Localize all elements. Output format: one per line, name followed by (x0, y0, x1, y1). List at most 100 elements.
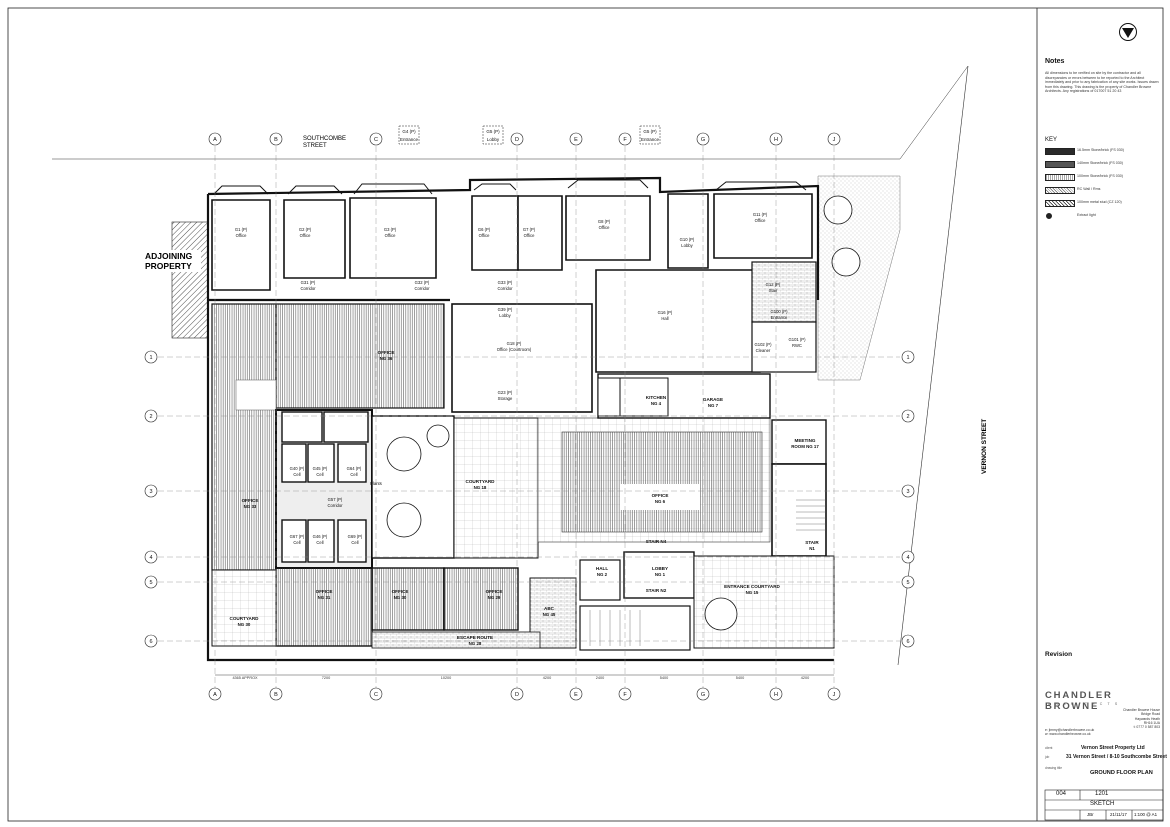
room-name: Cell (350, 472, 357, 477)
grid-bubble-B (269, 687, 283, 701)
room-name: NG 33 (244, 504, 257, 509)
room-code: OFFICE (378, 350, 395, 355)
grid-label: B (274, 692, 278, 698)
room-name: NG 28 (469, 641, 482, 646)
key-swatch (1045, 200, 1075, 207)
entrance-code: G5 (P) (643, 129, 657, 134)
room-name: Corridor (300, 286, 316, 291)
room-code: G45 (P) (313, 466, 328, 471)
notes-title: Notes (1045, 58, 1065, 65)
key-row: RC Wall / Rms (1045, 186, 1165, 195)
room-name: Office (385, 233, 397, 238)
room-name: Office (236, 233, 248, 238)
grid-bubble-4 (901, 550, 915, 564)
key-swatch (1045, 148, 1075, 155)
grid-label: 4 (149, 555, 152, 561)
grid-label: 1 (906, 355, 909, 361)
room-name: NG 4 (651, 401, 662, 406)
room-name: Storage (498, 396, 513, 401)
room-name: Cell (293, 472, 300, 477)
dimension-text: 4200 (801, 676, 809, 680)
key-swatch (1045, 174, 1075, 181)
key-label: 140mm Stone/brick (FS 030) (1077, 161, 1123, 165)
grid-bubble-6 (144, 634, 158, 648)
grid-bubble-G (696, 687, 710, 701)
grid-bubble-D (510, 132, 524, 146)
practice-logo: CHANDLER BROWNE (1045, 690, 1113, 712)
room-code: G23 (P) (498, 390, 513, 395)
dimension-text: 10200 (441, 676, 452, 680)
room-name: NG 29 (488, 595, 501, 600)
dimension-text: 4200 (543, 676, 551, 680)
dimension-text: 5400 (660, 676, 668, 680)
key-row: 16.5mm Stone/brick (FS 030) (1045, 147, 1165, 156)
room-code: HALL (596, 566, 608, 571)
entrance-tag-box (639, 125, 661, 145)
drawing-title: GROUND FLOOR PLAN (1090, 770, 1153, 776)
entrance-code: G4 (P) (402, 129, 416, 134)
grid-bubble-2 (144, 409, 158, 423)
room-code: MEETING (795, 438, 816, 443)
grid-label: E (574, 137, 578, 143)
entrance-name: Lobby (487, 137, 500, 142)
room-name: NG 15 (746, 590, 759, 595)
grid-bubble-1 (144, 350, 158, 364)
grid-label: H (774, 137, 778, 143)
room-code: G64 (P) (347, 466, 362, 471)
room-name: Office (Courtroom) (497, 347, 532, 352)
grid-label: 5 (906, 580, 909, 586)
grid-bubble-J (827, 132, 841, 146)
notes-body: All dimensions to be verified on site by… (1045, 71, 1159, 94)
room-name: ROOM NG 17 (791, 444, 819, 449)
room-code: G7 (P) (523, 227, 536, 232)
key-label: RC Wall / Rms (1077, 187, 1101, 191)
room-code: STAIR N2 (646, 588, 667, 593)
room-code: ABC (544, 606, 555, 611)
drawing-status: SKETCH (1090, 801, 1115, 807)
grid-label: A (213, 137, 217, 143)
grid-bubble-A (208, 132, 222, 146)
dimension-text: 7200 (322, 676, 330, 680)
room-name: RWC (792, 343, 802, 348)
room-code: G102 (P) (755, 342, 773, 347)
client-caption: client (1045, 746, 1053, 750)
room-code: G16 (P) (658, 310, 673, 315)
grid-bubble-D (510, 687, 524, 701)
grid-label: J (833, 137, 836, 143)
key-swatch (1045, 161, 1075, 168)
grid-label: B (274, 137, 278, 143)
practice-address: Chandler Browne House Bridge Road Haywar… (1123, 708, 1160, 730)
entrance-name: Entrance (400, 137, 419, 142)
room-name: NG 31 (318, 595, 331, 600)
practice-logo-sub: ARCHITECTS (1048, 702, 1123, 706)
room-code: G33 (P) (498, 280, 513, 285)
entrance-name: Entrance (641, 137, 660, 142)
grid-bubble-4 (144, 550, 158, 564)
grid-label: C (374, 692, 378, 698)
dimension-text: 5400 (736, 676, 744, 680)
grid-bubble-2 (901, 409, 915, 423)
grid-label: 3 (906, 489, 909, 495)
room-code: G40 (P) (290, 466, 305, 471)
key-label: 100mm metal stud (CZ 120) (1077, 200, 1122, 204)
grid-bubble-A (208, 687, 222, 701)
room-name: Cell (316, 472, 323, 477)
grid-label: 2 (149, 414, 152, 420)
key-swatch (1046, 213, 1052, 219)
grid-label: 6 (906, 639, 909, 645)
job-name: 31 Vernon Street / 8-10 Southcombe Stree… (1066, 754, 1167, 760)
drawing-date: 21/11/17 (1110, 812, 1127, 817)
room-code: G100 (P) (771, 309, 789, 314)
grid-label: 4 (906, 555, 909, 561)
key-label: 16.5mm Stone/brick (FS 030) (1077, 148, 1124, 152)
room-name: Entrance (771, 315, 788, 320)
grid-bubble-B (269, 132, 283, 146)
north-arrow-icon (1119, 23, 1137, 41)
key-swatch (1045, 187, 1075, 194)
grid-bubble-H (769, 687, 783, 701)
room-code: KITCHEN (646, 395, 667, 400)
grid-bubble-6 (901, 634, 915, 648)
room-name: Office (599, 225, 611, 230)
